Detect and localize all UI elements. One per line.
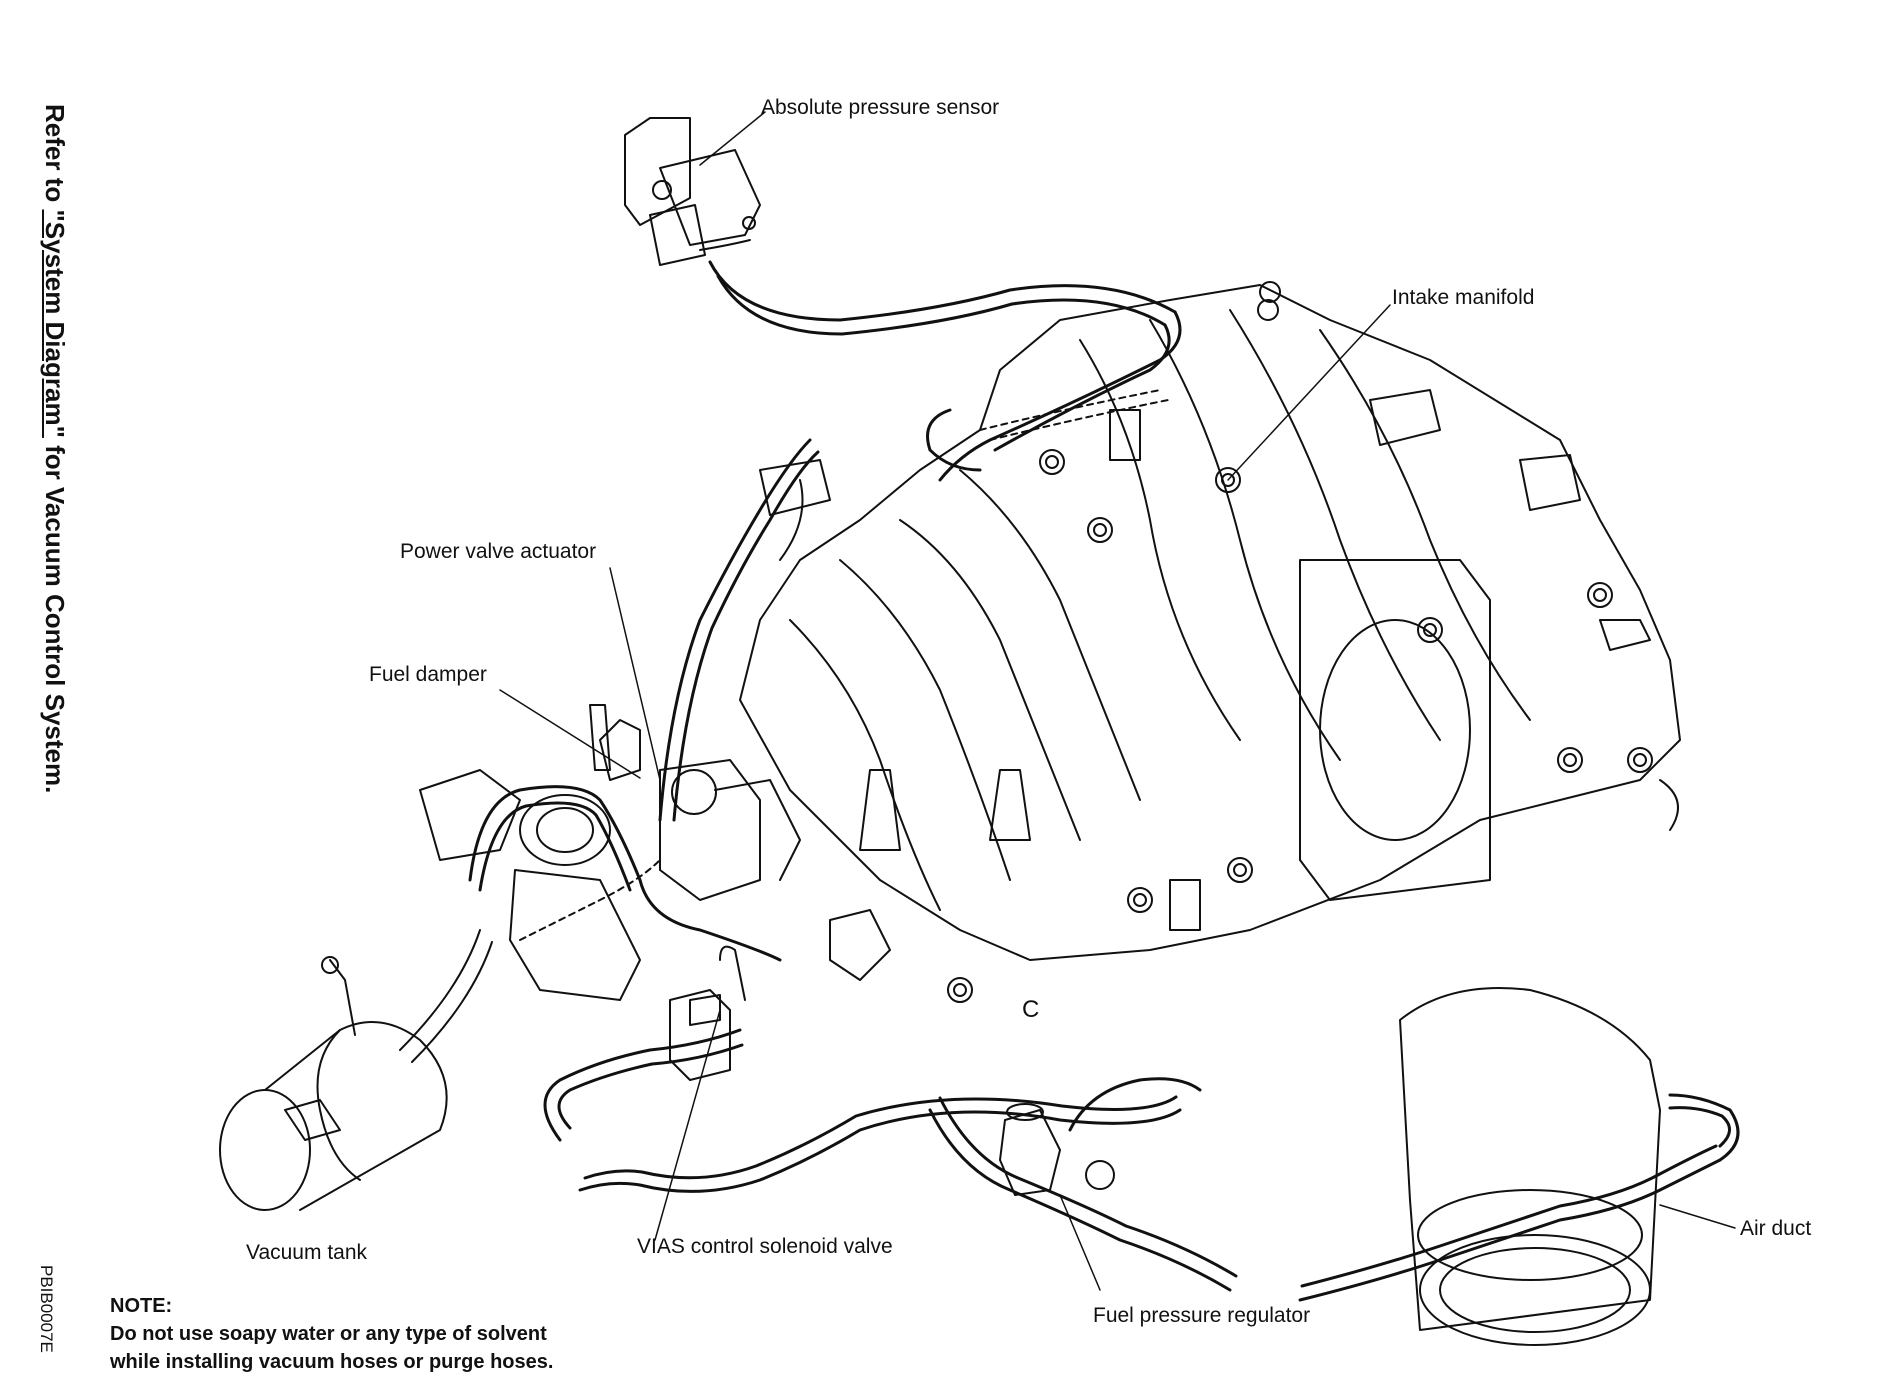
leader-lines [499, 111, 1736, 1291]
vias-solenoid-shape [669, 945, 746, 1081]
label-fuel-damper: Fuel damper [369, 663, 487, 686]
label-intake-manifold: Intake manifold [1392, 286, 1535, 309]
label-power-valve-actuator: Power valve actuator [400, 540, 597, 563]
label-absolute-pressure-sensor: Absolute pressure sensor [761, 96, 1000, 119]
vacuum-tank-shape [219, 929, 493, 1211]
intake-manifold-shape [739, 281, 1681, 1003]
label-vacuum-tank: Vacuum tank [246, 1241, 368, 1264]
label-marker-c: C [1022, 996, 1040, 1023]
note-line-1: Do not use soapy water or any type of so… [110, 1323, 547, 1345]
absolute-pressure-sensor-shape [624, 117, 761, 266]
label-fuel-pressure-regulator: Fuel pressure regulator [1093, 1304, 1311, 1327]
throttle-body-shape [419, 459, 891, 1001]
label-vias-control-solenoid-valve: VIAS control solenoid valve [637, 1235, 893, 1258]
figure-code: PBIB0007E [37, 1265, 56, 1353]
note-heading: NOTE: [110, 1295, 173, 1317]
hidden-hoses [519, 389, 1169, 941]
note-line-2: while installing vacuum hoses or purge h… [110, 1351, 554, 1373]
note-block: NOTE: Do not use soapy water or any type… [110, 1292, 553, 1376]
vacuum-hoses [468, 408, 1740, 1302]
fuel-pressure-regulator-shape [999, 1103, 1115, 1196]
label-air-duct: Air duct [1740, 1217, 1812, 1240]
air-duct-shape [1399, 987, 1661, 1346]
